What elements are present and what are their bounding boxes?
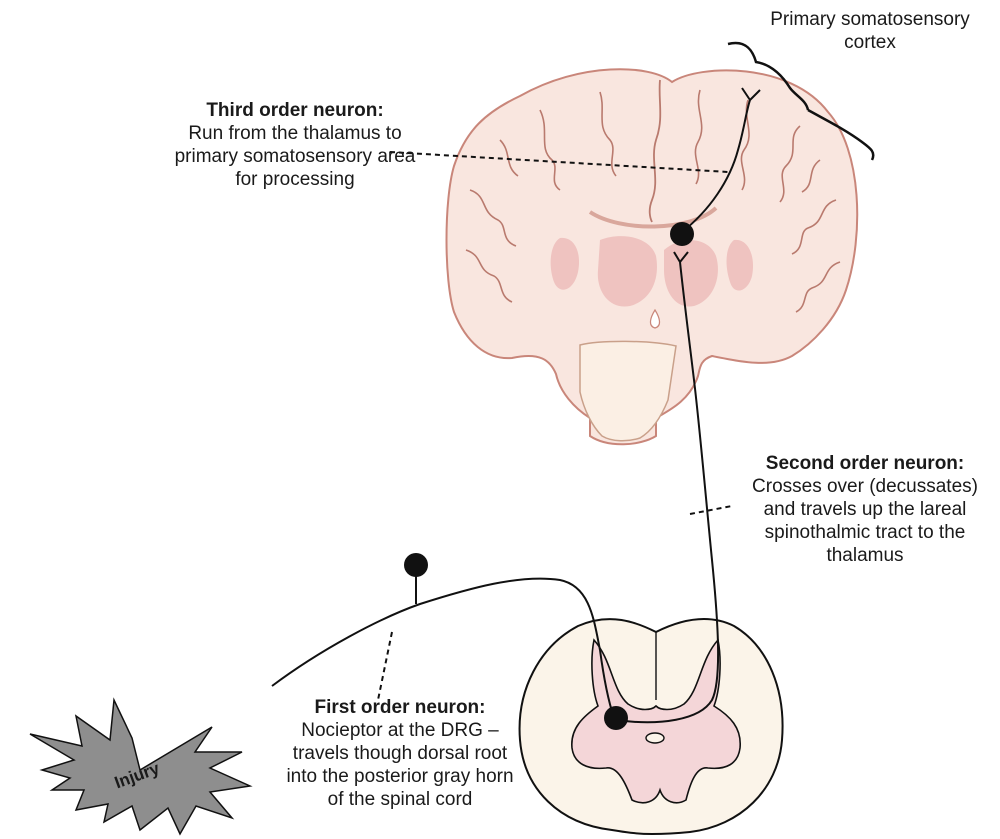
third-order-neuron-label: Third order neuron: Run from the thalamu…: [150, 99, 440, 191]
first-order-neuron-label: First order neuron: Nocieptor at the DRG…: [255, 696, 545, 811]
first-order-text: Nocieptor at the DRG – travels though do…: [255, 719, 545, 811]
second-order-text: Crosses over (decussates) and travels up…: [720, 475, 1000, 567]
central-canal: [646, 733, 664, 743]
first-order-title: First order neuron:: [255, 696, 545, 719]
cortex-label: Primary somatosensory cortex: [735, 8, 1000, 54]
leader-first: [378, 632, 392, 700]
second-order-cell-body: [604, 706, 628, 730]
brainstem: [580, 341, 676, 440]
brain-coronal-section: [447, 43, 874, 444]
first-order-cell-body: [404, 553, 428, 577]
second-order-neuron-label: Second order neuron: Crosses over (decus…: [720, 452, 1000, 567]
spinal-cord-section: [520, 619, 783, 834]
third-order-cell-body: [670, 222, 694, 246]
second-order-title: Second order neuron:: [720, 452, 1000, 475]
third-order-text: Run from the thalamus to primary somatos…: [150, 122, 440, 191]
third-order-title: Third order neuron:: [150, 99, 440, 122]
cortex-label-text: Primary somatosensory cortex: [735, 8, 1000, 54]
